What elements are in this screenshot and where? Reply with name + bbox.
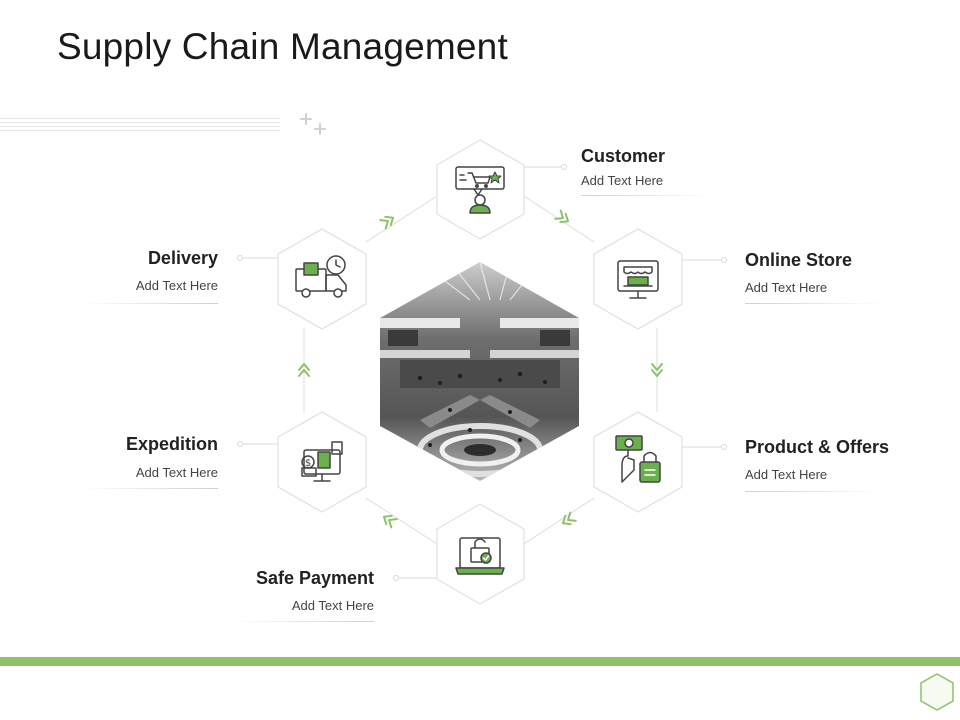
arrow-delivery-to-customer <box>379 215 395 230</box>
expedition-underline <box>80 488 218 489</box>
hex-delivery <box>277 228 367 330</box>
delivery-truck-icon <box>295 255 347 298</box>
safe-payment-title: Safe Payment <box>255 568 374 588</box>
decorative-plus-icon <box>300 113 326 135</box>
hex-safe-payment <box>436 503 525 605</box>
safe-payment-subtitle: Add Text Here <box>291 598 374 613</box>
customer-cart-icon <box>455 166 505 214</box>
online-store-icon <box>617 260 659 299</box>
customer-underline <box>581 195 711 196</box>
arrow-store-to-product <box>651 363 663 377</box>
product-offers-title: Product & Offers <box>745 437 890 457</box>
decorative-lines <box>0 118 280 134</box>
safe-payment-underline <box>233 621 374 622</box>
svg-text:$: $ <box>305 458 311 469</box>
customer-subtitle: Add Text Here <box>581 173 664 188</box>
delivery-subtitle: Add Text Here <box>135 278 218 293</box>
arrow-payment-to-expedition <box>382 514 398 529</box>
hex-product-offers <box>593 411 683 513</box>
safe-payment-icon <box>455 537 505 575</box>
flow-arrows <box>298 209 663 529</box>
online-store-subtitle: Add Text Here <box>745 280 828 295</box>
expedition-title: Expedition <box>125 434 218 454</box>
product-offers-underline <box>745 491 885 492</box>
expedition-icon: $ <box>301 441 343 482</box>
expedition-subtitle: Add Text Here <box>135 465 218 480</box>
shopping-mall-photo <box>380 262 579 481</box>
online-store-underline <box>745 303 885 304</box>
page-title: Supply Chain Management <box>57 26 508 67</box>
corner-hexagon-icon <box>920 673 954 711</box>
label-connectors <box>237 164 727 581</box>
arrow-product-to-payment <box>561 511 577 526</box>
arrow-expedition-to-delivery <box>298 363 310 377</box>
product-offers-icon <box>615 435 661 483</box>
delivery-title: Delivery <box>147 248 218 268</box>
delivery-underline <box>80 303 218 304</box>
customer-title: Customer <box>581 146 666 166</box>
online-store-title: Online Store <box>745 250 853 270</box>
bottom-accent-bar <box>0 657 960 666</box>
arrow-customer-to-store <box>554 209 570 224</box>
product-offers-subtitle: Add Text Here <box>745 467 828 482</box>
